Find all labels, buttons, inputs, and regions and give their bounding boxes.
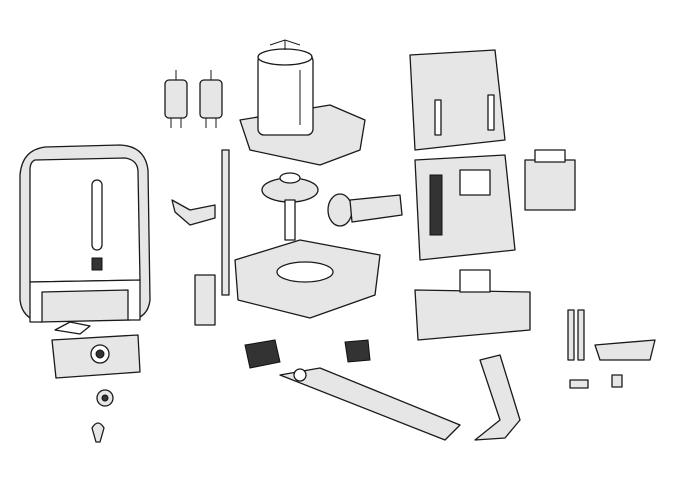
control-board [414,154,516,261]
microswitch-assembly [194,274,216,326]
key [91,422,105,443]
motor-cover [19,144,151,323]
limit-rod [221,149,230,296]
worm-shaft [327,193,403,227]
board-cover-plate [409,49,506,151]
key-cylinder [96,389,114,407]
stop-right [344,339,371,363]
transformer [524,149,576,211]
output-gear [261,172,319,241]
lever-arm-curved [474,354,521,441]
screws [567,309,656,389]
lever-arm-straight [279,367,461,441]
capacitors [164,70,223,128]
stop-left [244,339,281,369]
release-panel [51,321,141,379]
electric-motor [239,39,366,166]
gearbox-base [234,239,381,319]
foundation-plate [414,269,531,341]
bracket-small [171,199,216,226]
